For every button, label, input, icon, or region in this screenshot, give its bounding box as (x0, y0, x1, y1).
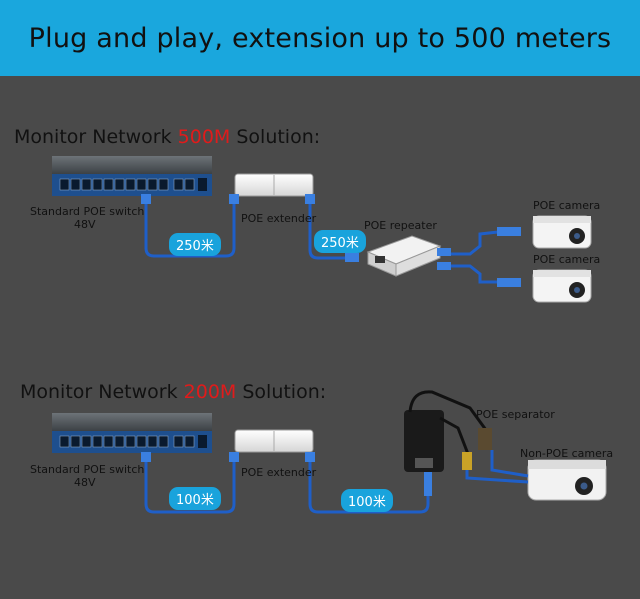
banner: Plug and play, extension up to 500 meter… (0, 0, 640, 76)
section-1-title-suffix: Solution: (230, 126, 321, 148)
section-1-title-prefix: Monitor Network (14, 126, 178, 148)
plugs-section-1 (141, 194, 521, 287)
section-2-title-prefix: Monitor Network (20, 381, 184, 403)
section-1-camera2-label: POE camera (533, 253, 601, 266)
section-1-camera1-label: POE camera (533, 199, 601, 212)
section-1-cable2-length: 250米 (314, 230, 366, 253)
banner-title: Plug and play, extension up to 500 meter… (28, 22, 612, 54)
cables-section-1 (144, 200, 499, 284)
poe-switch-2 (52, 413, 212, 453)
plugs-section-2 (141, 452, 315, 462)
poe-extender-1 (234, 173, 314, 197)
non-poe-camera (527, 459, 607, 501)
section-2-title-highlight: 200M (183, 381, 237, 403)
poe-camera-2 (532, 269, 592, 303)
section-2-separator-label: POE separator (476, 408, 555, 421)
poe-camera-1 (532, 215, 592, 249)
section-2-camera-label: Non-POE camera (520, 447, 614, 460)
section-1-extender-label: POE extender (241, 212, 317, 225)
section-1-repeater-label: POE repeater (364, 219, 437, 232)
section-2-switch-label: Standard POE switch (30, 463, 145, 476)
poe-extender-2 (234, 429, 314, 453)
cables-section-2 (144, 450, 529, 514)
section-2-title: Monitor Network 200M Solution: (20, 381, 326, 403)
section-2-cable2-length: 100米 (341, 489, 393, 512)
section-2-extender-label: POE extender (241, 466, 317, 479)
section-2-switch-power: 48V (74, 476, 96, 489)
section-2-cable1-length: 100米 (169, 487, 221, 510)
poe-repeater (366, 235, 442, 277)
section-1-title: Monitor Network 500M Solution: (14, 126, 320, 148)
section-2-title-suffix: Solution: (236, 381, 327, 403)
section-1-switch-power: 48V (74, 218, 96, 231)
section-1-title-highlight: 500M (177, 126, 231, 148)
section-1-switch-label: Standard POE switch (30, 205, 145, 218)
section-1-cable1-length: 250米 (169, 233, 221, 256)
poe-separator (404, 390, 492, 496)
poe-switch-1 (52, 156, 212, 196)
